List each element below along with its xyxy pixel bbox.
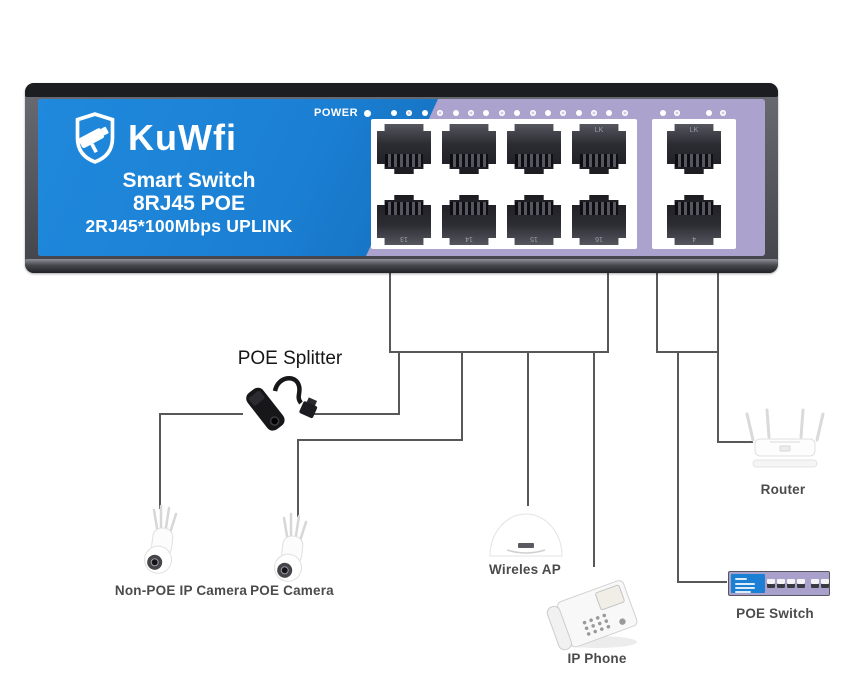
- led-indicator: [452, 110, 459, 116]
- tagline-line3: 2RJ45*100Mbps UPLINK: [85, 216, 293, 236]
- switch-top-bezel: [25, 83, 778, 97]
- port-mark: 14: [465, 235, 473, 242]
- tagline-line2: 8RJ45 POE: [132, 192, 246, 215]
- poe-camera-image: [258, 512, 324, 595]
- led-indicator: [483, 110, 490, 116]
- wire-uplink-to-router: [717, 272, 753, 443]
- poe-splitter-image: [232, 372, 324, 439]
- mini-port-icon: [787, 579, 795, 588]
- led-indicator: [421, 110, 428, 116]
- port-mark: 15: [530, 235, 538, 242]
- poe-switch-image: [728, 571, 830, 596]
- port-led-row: [391, 110, 628, 116]
- poe-camera-label: POE Camera: [250, 583, 334, 598]
- wireless-ap-image: [487, 504, 565, 565]
- switch-faceplate: KuWfi Smart Switch 8RJ45 POE 2RJ45*100Mb…: [38, 99, 765, 256]
- router-image: [742, 406, 828, 483]
- port-mark: LK: [689, 127, 699, 134]
- rj45-port: 13: [377, 195, 431, 245]
- led-indicator: [406, 110, 413, 116]
- uplink-port-panel: LK 4: [652, 119, 736, 249]
- rj45-port: 14: [442, 195, 496, 245]
- led-indicator: [720, 110, 726, 116]
- faceplate-tagline: Smart Switch 8RJ45 POE 2RJ45*100Mbps UPL…: [44, 169, 334, 237]
- led-indicator: [660, 110, 666, 116]
- brand-name: KuWfi: [128, 117, 237, 158]
- led-indicator: [621, 110, 628, 116]
- rj45-port: 16: [572, 195, 626, 245]
- led-indicator: [498, 110, 505, 116]
- wire-uplink-to-poe-switch: [677, 352, 727, 583]
- led-indicator: [674, 110, 680, 116]
- ip-phone-image: [543, 578, 651, 657]
- mini-port-icon: [811, 579, 819, 588]
- non-poe-camera-label: Non-POE IP Camera: [114, 583, 248, 598]
- wire-bus-to-poe-camera: [297, 352, 463, 517]
- non-poe-camera-image: [128, 504, 194, 587]
- rj45-port: 4: [667, 195, 721, 245]
- port-mark: 4: [692, 235, 696, 242]
- led-indicator: [467, 110, 474, 116]
- mini-port-icon: [821, 579, 829, 588]
- mini-port-icon: [767, 579, 775, 588]
- rj45-port: [442, 124, 496, 174]
- led-indicator: [706, 110, 712, 116]
- router-label: Router: [760, 482, 806, 497]
- led-indicator: [606, 110, 613, 116]
- mini-port-icon: [797, 579, 805, 588]
- wire-uplink-ports-bus: [656, 272, 718, 353]
- power-indicator: POWER: [314, 107, 372, 119]
- wire-splitter-to-non-poe-camera: [159, 413, 243, 509]
- poe-switch-label: POE Switch: [736, 606, 814, 621]
- led-indicator: [437, 110, 444, 116]
- brand-logo: KuWfi: [72, 111, 237, 165]
- rj45-port: [377, 124, 431, 174]
- rj45-port: LK: [572, 124, 626, 174]
- rj45-port: [507, 124, 561, 174]
- tagline-line1: Smart Switch: [122, 169, 256, 192]
- power-label: POWER: [314, 107, 359, 119]
- led-indicator: [575, 110, 582, 116]
- main-port-panel: LK 13 14 15 16: [371, 119, 637, 249]
- led-indicator: [591, 110, 598, 116]
- uplink-led-row: [660, 110, 726, 116]
- led-indicator: [560, 110, 567, 116]
- wireless-ap-label: Wireles AP: [489, 562, 561, 577]
- port-mark: LK: [594, 127, 604, 134]
- wire-bus-to-poe-splitter: [309, 352, 400, 415]
- rj45-port: LK: [667, 124, 721, 174]
- poe-splitter-label: POE Splitter: [237, 348, 343, 369]
- led-indicator: [529, 110, 536, 116]
- led-indicator: [391, 110, 397, 116]
- led-indicator: [514, 110, 521, 116]
- shield-cctv-camera-icon: [75, 112, 115, 164]
- mini-port-icon: [777, 579, 785, 588]
- power-led: [364, 109, 372, 117]
- wire-main-ports-bus: [389, 272, 609, 353]
- rj45-port: 15: [507, 195, 561, 245]
- port-mark: 16: [595, 235, 603, 242]
- ip-phone-label: IP Phone: [567, 651, 627, 666]
- switch-bottom-bezel: [25, 259, 778, 273]
- led-indicator: [544, 110, 551, 116]
- kuwfi-switch-device: KuWfi Smart Switch 8RJ45 POE 2RJ45*100Mb…: [25, 83, 778, 273]
- port-mark: 13: [400, 235, 408, 242]
- mini-switch-branding: [731, 574, 765, 593]
